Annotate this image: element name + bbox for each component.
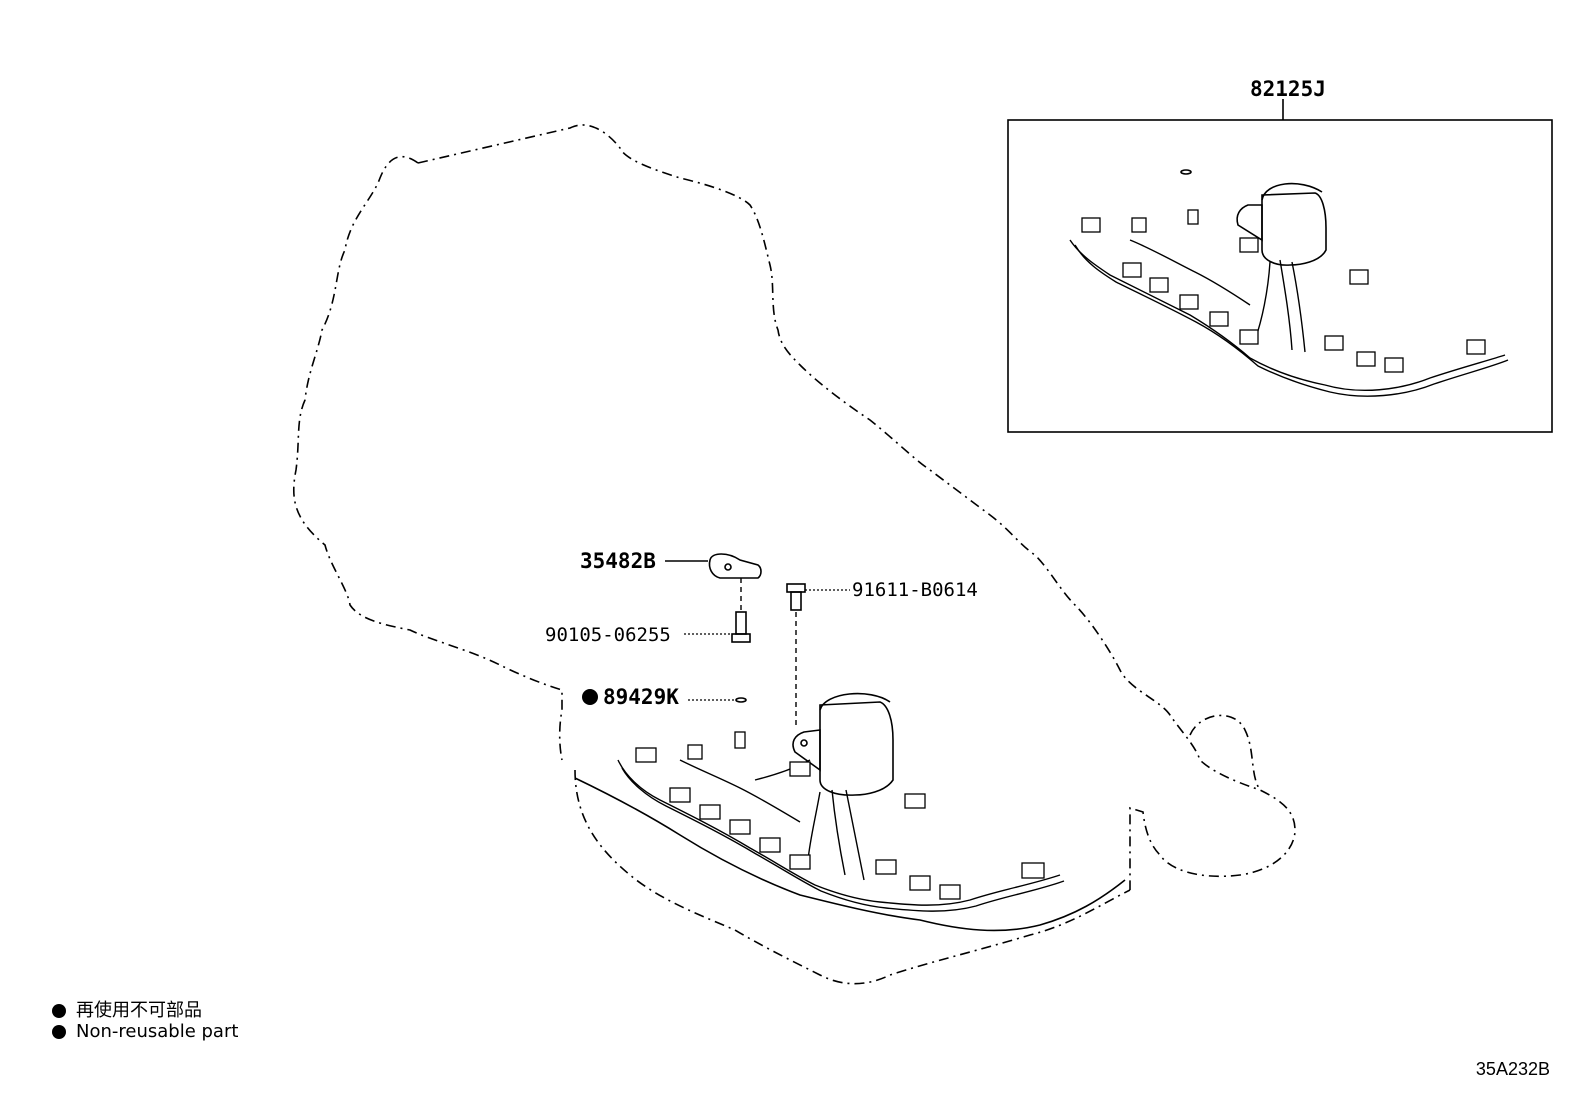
bolt-lower-part: 90105-06255: [545, 611, 751, 646]
o-ring-part-number: 89429K: [603, 685, 679, 709]
legend-non-reusable-en: Non-reusable part: [52, 1021, 238, 1042]
transmission-outline: [293, 124, 1296, 985]
harness-part-number: 82125J: [1250, 77, 1326, 101]
bullet-icon: [52, 1025, 66, 1039]
bolt-upper-part: 91611-B0614: [786, 579, 978, 725]
legend-en-label: Non-reusable part: [76, 1021, 239, 1042]
harness-inset-box: 82125J: [1007, 77, 1553, 433]
harness-illustration-main: [617, 692, 1065, 912]
bolt-lower-part-number: 90105-06255: [545, 624, 671, 646]
clamp-part-number: 35482B: [580, 549, 656, 573]
non-reusable-marker-icon: [582, 689, 598, 705]
legend-jp-label: 再使用不可部品: [76, 1000, 202, 1021]
harness-illustration-inset: [1069, 169, 1509, 397]
diagram-code: 35A232B: [1475, 1059, 1550, 1079]
bolt-upper-part-number: 91611-B0614: [852, 579, 978, 601]
o-ring-part: 89429K: [582, 685, 747, 709]
bullet-icon: [52, 1004, 66, 1018]
legend-non-reusable-jp: 再使用不可部品: [52, 996, 202, 1022]
clamp-part: 35482B: [580, 549, 762, 612]
